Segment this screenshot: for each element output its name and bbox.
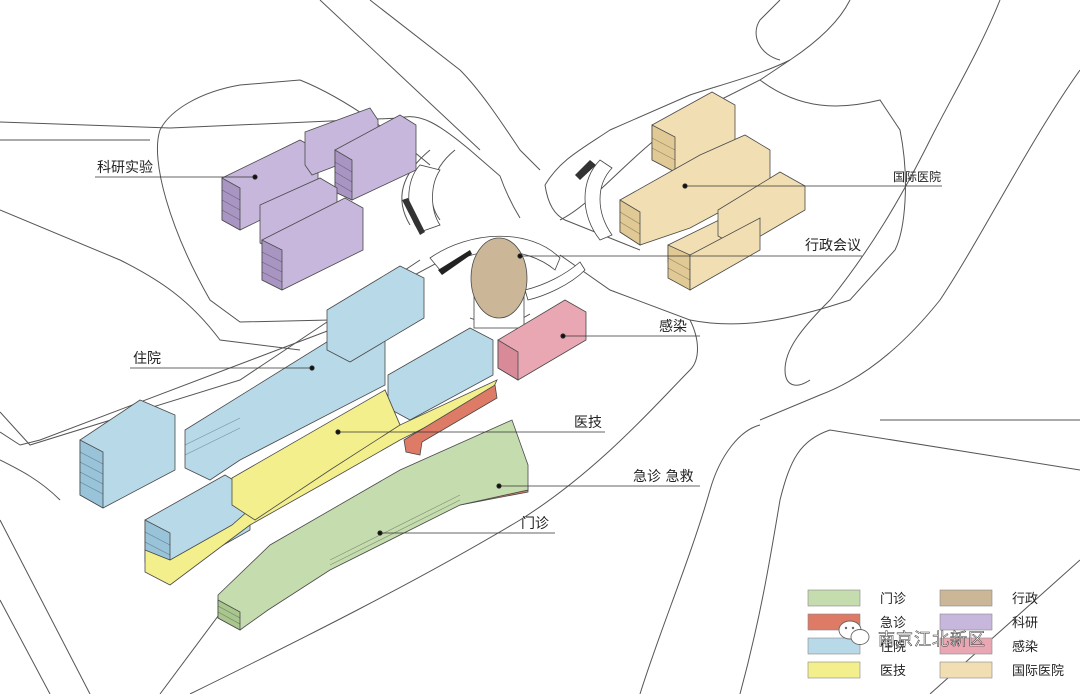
legend-swatch — [807, 637, 861, 655]
legend-item: 科研 — [939, 613, 1038, 631]
legend-label: 科研 — [1012, 616, 1038, 631]
legend-label: 感染 — [1012, 639, 1038, 655]
legend-swatch — [807, 589, 861, 607]
international-hospital-buildings — [619, 91, 806, 291]
label-infection: 感染 — [659, 318, 687, 335]
outpatient-building — [217, 419, 529, 631]
wechat-icon — [838, 620, 870, 645]
legend-swatch — [939, 613, 993, 631]
admin-building — [470, 237, 528, 329]
label-international-hospital: 国际医院 — [893, 170, 941, 184]
legend-swatch — [807, 661, 861, 679]
diagram-labels: 科研实验 国际医院 行政会议 感染 住院 医技 急诊 急救 门诊 — [97, 160, 941, 532]
legend-label: 国际医院 — [1012, 664, 1064, 679]
inpatient-buildings — [79, 265, 494, 576]
legend-label: 住院 — [880, 640, 906, 655]
legend-label: 门诊 — [880, 592, 906, 607]
legend-swatch — [939, 637, 993, 655]
research-buildings — [221, 107, 417, 291]
legend-label: 医技 — [880, 664, 906, 679]
leader-lines — [95, 174, 942, 536]
legend-item: 国际医院 — [939, 661, 1064, 679]
legend-item: 行政 — [939, 589, 1038, 607]
label-inpatient: 住院 — [133, 351, 161, 367]
legend-swatch — [939, 661, 993, 679]
legend-item: 医技 — [807, 661, 906, 679]
watermark-text: 南京江北新区 — [878, 630, 986, 650]
label-medical-tech: 医技 — [574, 415, 602, 431]
plaza-arcs — [402, 159, 613, 324]
label-admin-conference: 行政会议 — [805, 238, 861, 254]
label-research: 科研实验 — [97, 160, 153, 176]
legend-item: 门诊 — [807, 589, 906, 607]
legend-item: 感染 — [939, 637, 1038, 655]
label-emergency: 急诊 急救 — [633, 469, 693, 485]
watermark: 南京江北新区 — [838, 620, 986, 650]
legend-label: 急诊 — [880, 616, 906, 631]
label-outpatient: 门诊 — [521, 516, 549, 532]
legend-label: 行政 — [1012, 592, 1038, 607]
legend-swatch — [939, 589, 993, 607]
legend-item: 住院 — [807, 637, 906, 655]
infection-building — [497, 299, 587, 381]
